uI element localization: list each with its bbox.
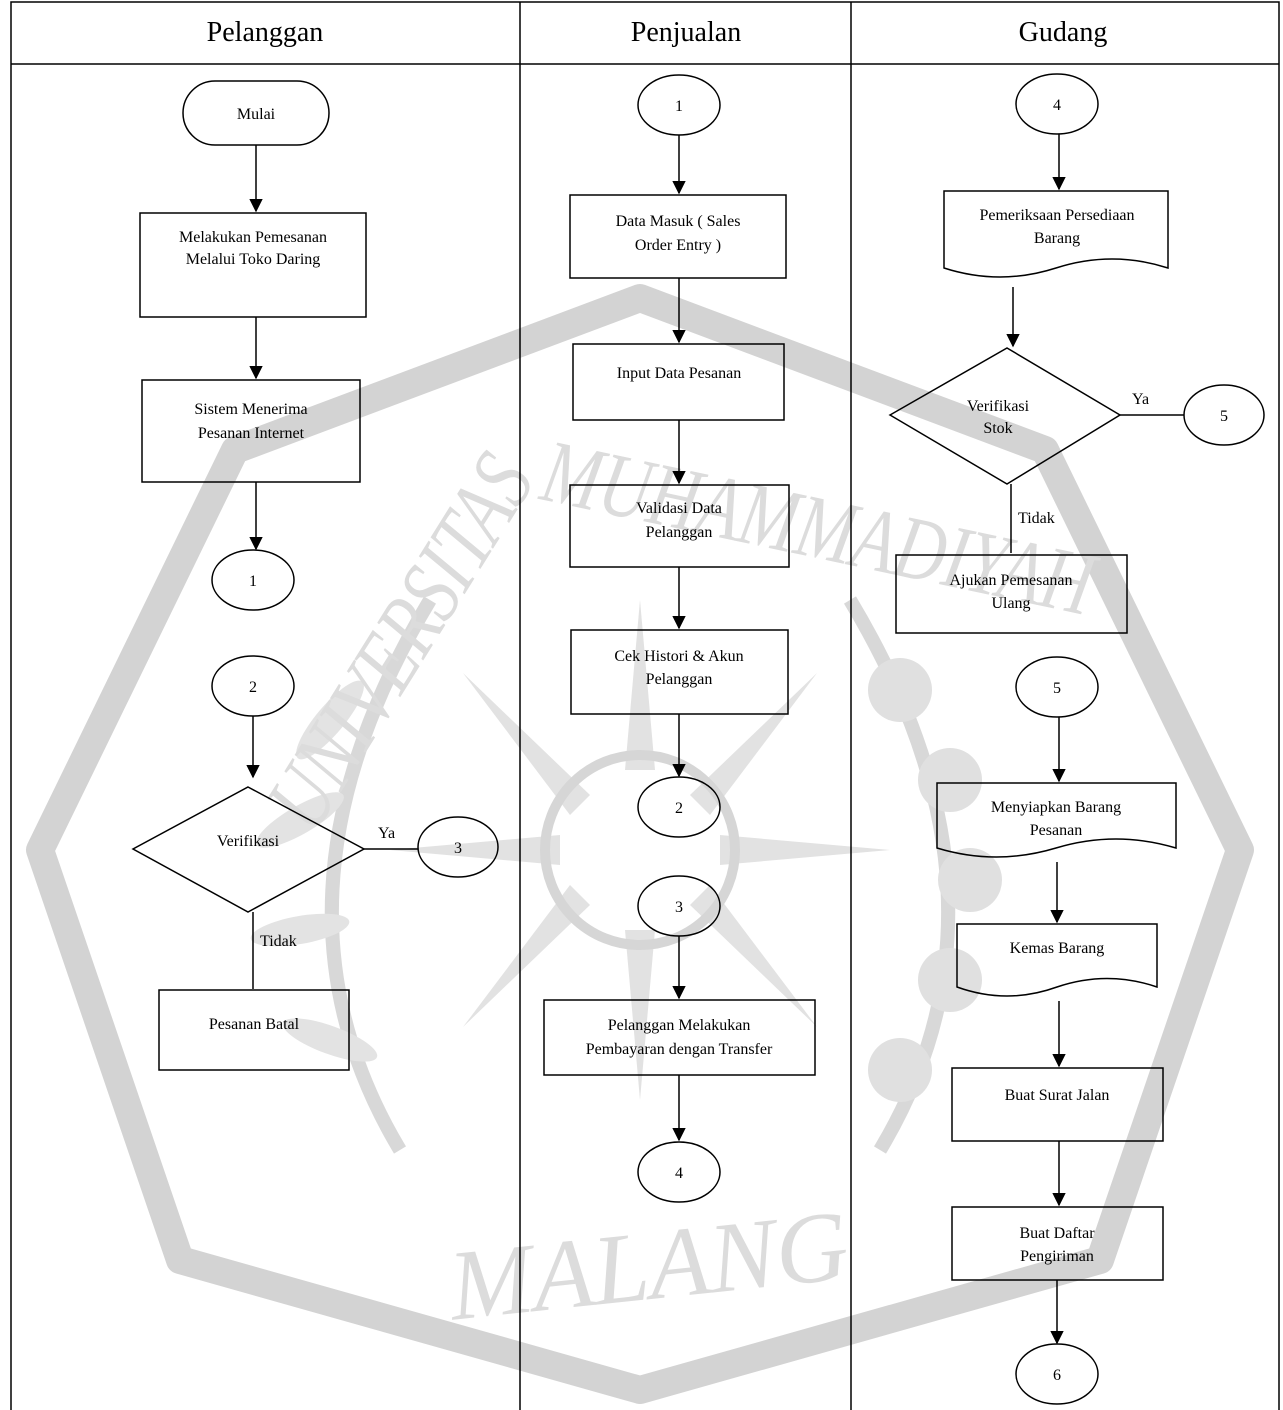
- watermark-left-wreath: [250, 596, 437, 1154]
- verify-decision: [131, 786, 366, 913]
- connector-5-right: [1183, 384, 1265, 446]
- connector-2-in-label: 2: [249, 679, 257, 696]
- lane-pelanggan: Mulai Melakukan Pemesanan Melalui Toko D…: [131, 80, 499, 1071]
- system-label-line1: Sistem Menerima: [194, 401, 307, 418]
- entry-label-line1: Data Masuk ( Sales: [616, 213, 741, 230]
- start-label: Mulai: [237, 106, 276, 123]
- validate-label-line2: Pelanggan: [646, 524, 713, 541]
- prepare-goods-document: [936, 782, 1177, 858]
- history-label-line2: Pelanggan: [646, 671, 713, 688]
- input-order-process: [572, 343, 785, 421]
- verify-label: Verifikasi: [217, 833, 280, 850]
- watermark-bottom-text: MALANG: [442, 1189, 853, 1341]
- list-label-line1: Buat Daftar: [1019, 1225, 1095, 1242]
- order-cancelled-process: [158, 989, 350, 1071]
- connector-2-out-label: 2: [675, 800, 683, 817]
- waybill-label: Buat Surat Jalan: [1005, 1087, 1110, 1104]
- watermark-heptagon-outline: [26, 284, 1254, 1404]
- payment-label-line2: Pembayaran dengan Transfer: [586, 1041, 773, 1058]
- stock-verify-label-line2: Stok: [983, 420, 1012, 437]
- reorder-label-line2: Ulang: [991, 595, 1030, 612]
- connector-4-out: [637, 1141, 721, 1203]
- lane-gudang: 4 Pemeriksaan Persediaan Barang Verifika…: [888, 73, 1265, 1405]
- entry-label-line2: Order Entry ): [635, 237, 721, 254]
- history-label-line1: Cek Histori & Akun: [614, 648, 743, 665]
- connector-5-right-label: 5: [1220, 408, 1228, 425]
- connector-3-in-label: 3: [675, 899, 683, 916]
- validate-label-line1: Validasi Data: [636, 500, 722, 517]
- connector-4-out-label: 4: [675, 1165, 683, 1182]
- connector-3-out: [417, 816, 499, 878]
- stock-no-label: Tidak: [1018, 510, 1055, 527]
- stock-verify-decision: [888, 347, 1122, 485]
- connector-2-out: [637, 776, 721, 838]
- lane-penjualan: 1 Data Masuk ( Sales Order Entry ) Input…: [543, 74, 816, 1203]
- verify-no-label: Tidak: [260, 933, 297, 950]
- lane-header-penjualan: Penjualan: [631, 17, 741, 48]
- payment-label-line1: Pelanggan Melakukan: [608, 1017, 751, 1034]
- lane-header-gudang: Gudang: [1019, 17, 1108, 48]
- order-label-line1: Melakukan Pemesanan: [179, 229, 327, 246]
- cancel-label: Pesanan Batal: [209, 1016, 300, 1033]
- lane-header-pelanggan: Pelanggan: [207, 17, 324, 48]
- stock-verify-label-line1: Verifikasi: [967, 398, 1030, 415]
- order-label-line2: Melalui Toko Daring: [186, 251, 321, 268]
- system-label-line2: Pesanan Internet: [198, 425, 305, 442]
- prepare-label-line1: Menyiapkan Barang: [991, 799, 1121, 816]
- connector-5-in-label: 5: [1053, 680, 1061, 697]
- order-process: [139, 212, 367, 318]
- waybill-process: [951, 1067, 1164, 1142]
- connector-3-out-label: 3: [454, 840, 462, 857]
- stock-yes-label: Ya: [1132, 391, 1149, 408]
- watermark-left-text: UNIVERSITAS: [247, 437, 554, 846]
- connector-6-out: [1015, 1343, 1099, 1405]
- watermark-right-wreath: [843, 596, 1002, 1154]
- check-label-line1: Pemeriksaan Persediaan: [979, 207, 1134, 224]
- connector-1-out-label: 1: [249, 573, 257, 590]
- stock-check-document: [943, 190, 1169, 278]
- input-label: Input Data Pesanan: [617, 365, 741, 382]
- system-receive-process: [141, 379, 361, 483]
- connector-4-in: [1015, 73, 1099, 135]
- connector-1-out: [211, 549, 295, 611]
- reorder-label-line1: Ajukan Pemesanan: [949, 572, 1072, 589]
- verify-yes-label: Ya: [378, 825, 395, 842]
- prepare-label-line2: Pesanan: [1030, 822, 1082, 839]
- connector-5-in: [1015, 656, 1099, 718]
- pack-label: Kemas Barang: [1010, 940, 1105, 957]
- reorder-process: [895, 554, 1128, 634]
- sales-order-entry-process: [569, 194, 787, 279]
- pack-goods-document: [956, 923, 1158, 997]
- connector-1-in-label: 1: [675, 98, 683, 115]
- watermark-sun-rays: [390, 600, 890, 1100]
- payment-process: [543, 999, 816, 1076]
- list-label-line2: Pengiriman: [1020, 1248, 1094, 1265]
- swimlane-table: [10, 1, 1280, 1410]
- check-label-line2: Barang: [1034, 230, 1080, 247]
- connector-6-out-label: 6: [1053, 1367, 1061, 1384]
- connector-4-in-label: 4: [1053, 97, 1061, 114]
